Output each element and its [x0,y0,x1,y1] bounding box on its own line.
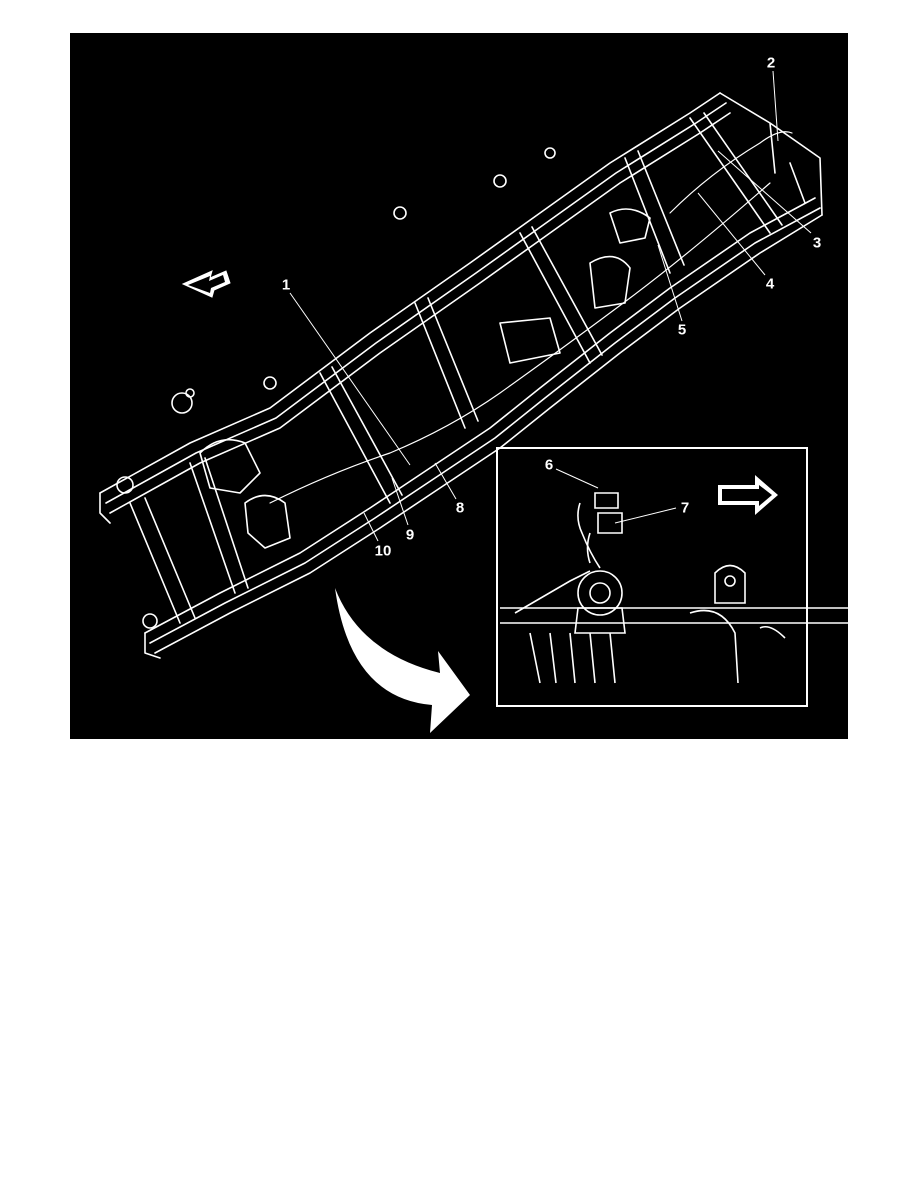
frame-wiring-harness [269,182,771,504]
connector-7 [597,512,623,534]
callout-4: 4 [765,275,775,293]
curved-arrow-icon [335,588,470,733]
callout-3: 3 [812,234,822,252]
leader-line-4 [697,192,766,276]
center-crossmember [319,366,403,504]
callout-5: 5 [677,321,687,339]
callout-10: 10 [374,542,392,560]
front-direction-arrow-icon [181,270,231,298]
leader-line-9 [391,477,409,526]
leader-line-10 [363,512,379,542]
leader-line-5 [657,244,683,322]
callout-8: 8 [455,499,465,517]
connector-6 [594,492,619,509]
leader-line-6 [555,468,599,489]
front-crossmember [129,497,196,624]
callout-9: 9 [405,526,415,544]
inset-detail-box [496,447,808,707]
lower-frame-rail [144,197,816,634]
leader-line-8 [434,462,457,500]
upper-frame-rail [99,92,721,494]
callout-2: 2 [766,54,776,72]
inset-detail-illustration [500,492,848,684]
frame-harness-diagram: 1 2 3 4 5 6 7 8 9 10 [70,33,848,739]
leader-line-1 [289,292,411,466]
callout-6: 6 [544,456,554,474]
callout-7: 7 [680,499,690,517]
leader-line-2 [772,70,779,142]
leader-line-3 [717,150,812,234]
rear-crossmember [689,112,783,234]
inset-direction-arrow-icon [718,475,778,515]
callout-1: 1 [281,276,291,294]
leader-line-7 [614,507,677,524]
